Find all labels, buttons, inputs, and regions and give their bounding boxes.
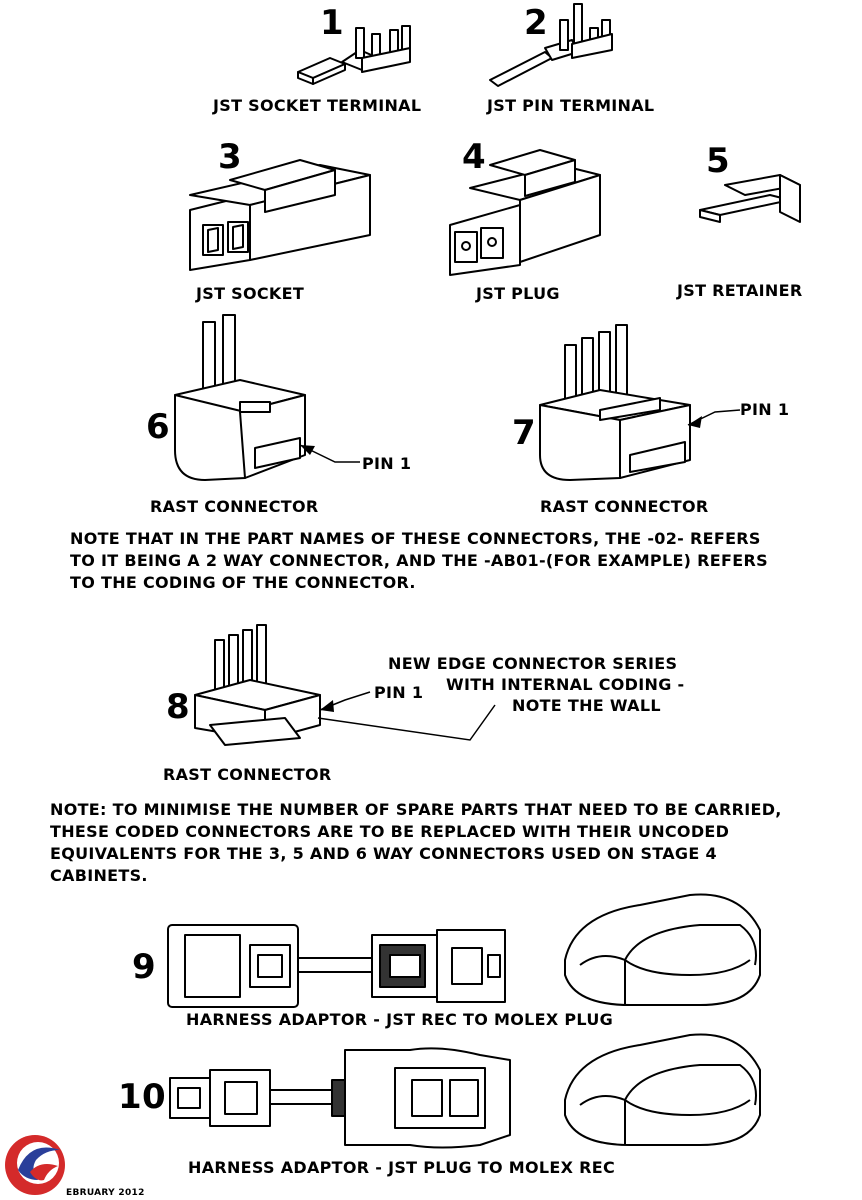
part-name-note-line-1: NOTE THAT IN THE PART NAMES OF THESE CON…	[70, 529, 761, 548]
spare-parts-note-line-2: THESE CODED CONNECTORS ARE TO BE REPLACE…	[50, 822, 730, 841]
item-number-10: 10	[118, 1077, 166, 1117]
edge-note-line-2: WITH INTERNAL CODING -	[446, 675, 685, 694]
item-number-6: 6	[146, 407, 170, 447]
caption-rast-connector-7: RAST CONNECTOR	[540, 497, 709, 516]
rast-connector-8-drawing	[194, 624, 321, 746]
edge-note-line-1: NEW EDGE CONNECTOR SERIES	[388, 654, 678, 673]
leader-arrowheads	[300, 416, 702, 712]
part-name-note-line-3: TO THE CODING OF THE CONNECTOR.	[70, 573, 416, 592]
jst-socket-terminal-drawing	[297, 25, 411, 85]
spare-parts-note-line-3: EQUIVALENTS FOR THE 3, 5 AND 6 WAY CONNE…	[50, 844, 717, 863]
item-number-9: 9	[132, 947, 156, 987]
clamshell-cover-9-drawing	[564, 893, 761, 1006]
part-name-note-line-2: TO IT BEING A 2 WAY CONNECTOR, AND THE -…	[70, 551, 768, 570]
jst-socket-drawing	[189, 159, 371, 271]
harness-adaptor-10-drawing	[169, 1047, 511, 1149]
item-number-2: 2	[524, 3, 548, 43]
edge-note-line-3: NOTE THE WALL	[512, 696, 661, 715]
spare-parts-note-line-1: NOTE: TO MINIMISE THE NUMBER OF SPARE PA…	[50, 800, 782, 819]
spare-parts-note-line-4: CABINETS.	[50, 866, 148, 885]
item-number-8: 8	[166, 687, 190, 727]
clamshell-cover-10-drawing	[564, 1033, 761, 1146]
caption-rast-connector-8: RAST CONNECTOR	[163, 765, 332, 784]
footer-date: EBRUARY 2012	[66, 1188, 145, 1198]
caption-jst-plug: JST PLUG	[476, 284, 560, 303]
jst-retainer-drawing	[699, 174, 801, 223]
jst-plug-drawing	[449, 149, 601, 276]
caption-jst-pin-terminal: JST PIN TERMINAL	[487, 96, 655, 115]
caption-jst-socket: JST SOCKET	[196, 284, 305, 303]
pin-1-label-7: PIN 1	[740, 400, 790, 419]
item-number-5: 5	[706, 141, 730, 181]
caption-jst-retainer: JST RETAINER	[677, 281, 803, 300]
pin-1-label-6: PIN 1	[362, 454, 412, 473]
pin-1-label-8: PIN 1	[374, 683, 424, 702]
caption-harness-adaptor-9: HARNESS ADAPTOR - JST REC TO MOLEX PLUG	[186, 1010, 614, 1029]
caption-jst-socket-terminal: JST SOCKET TERMINAL	[213, 96, 422, 115]
rast-connector-6-drawing	[174, 314, 306, 481]
caption-rast-connector-6: RAST CONNECTOR	[150, 497, 319, 516]
jst-pin-terminal-drawing	[489, 3, 613, 87]
spare-parts-note: NOTE: TO MINIMISE THE NUMBER OF SPARE PA…	[50, 799, 782, 887]
caption-harness-adaptor-10: HARNESS ADAPTOR - JST PLUG TO MOLEX REC	[188, 1158, 616, 1177]
company-logo	[5, 1135, 65, 1195]
item-number-3: 3	[218, 137, 242, 177]
part-name-note: NOTE THAT IN THE PART NAMES OF THESE CON…	[70, 528, 768, 594]
item-number-7: 7	[512, 413, 536, 453]
item-number-1: 1	[320, 3, 344, 43]
item-number-4: 4	[462, 137, 486, 177]
harness-adaptor-9-drawing	[167, 924, 506, 1008]
rast-connector-7-drawing	[539, 324, 691, 481]
